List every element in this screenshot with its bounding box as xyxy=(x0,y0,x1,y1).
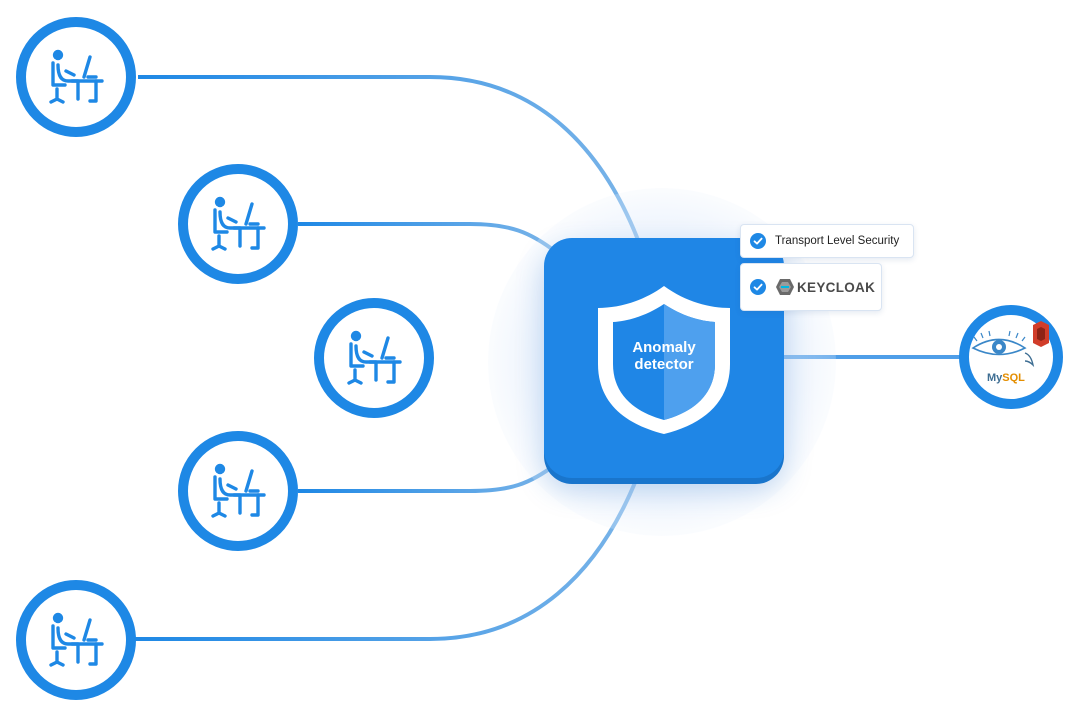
user-node-4 xyxy=(178,431,298,551)
keycloak-logo: KEYCLOAK xyxy=(775,278,875,296)
user-at-computer-icon xyxy=(49,49,104,104)
user-at-computer-icon xyxy=(211,463,266,518)
detector-label-line-2: detector xyxy=(634,356,694,373)
shield-icon xyxy=(598,286,730,434)
user-at-computer-icon xyxy=(211,196,266,251)
user-node-5 xyxy=(16,580,136,700)
database-node: MySQL xyxy=(959,305,1063,409)
keycloak-feature-card: KEYCLOAK xyxy=(740,263,882,311)
detector-label-line-1: Anomaly xyxy=(632,339,696,356)
detector-label: Anomaly detector xyxy=(616,339,712,373)
database-logos xyxy=(971,321,1049,368)
tls-feature-label: Transport Level Security xyxy=(775,235,900,247)
user-at-computer-icon xyxy=(49,612,104,667)
keycloak-emblem-icon xyxy=(776,279,794,295)
check-circle-icon xyxy=(750,233,766,249)
user-node-1 xyxy=(16,17,136,137)
connector-user-4 xyxy=(298,462,558,493)
mysql-dolphin-icon xyxy=(1024,352,1035,368)
user-at-computer-icon xyxy=(347,330,402,385)
keycloak-wordmark: KEYCLOAK xyxy=(797,279,876,295)
amazon-database-icon xyxy=(1033,321,1049,347)
check-circle-icon xyxy=(750,279,766,295)
cassandra-eye-icon xyxy=(971,330,1027,356)
mysql-label: MySQL xyxy=(987,372,1025,384)
user-node-2 xyxy=(178,164,298,284)
connector-user-2 xyxy=(298,222,558,254)
user-node-3 xyxy=(314,298,434,418)
tls-feature-card: Transport Level Security xyxy=(740,224,914,258)
